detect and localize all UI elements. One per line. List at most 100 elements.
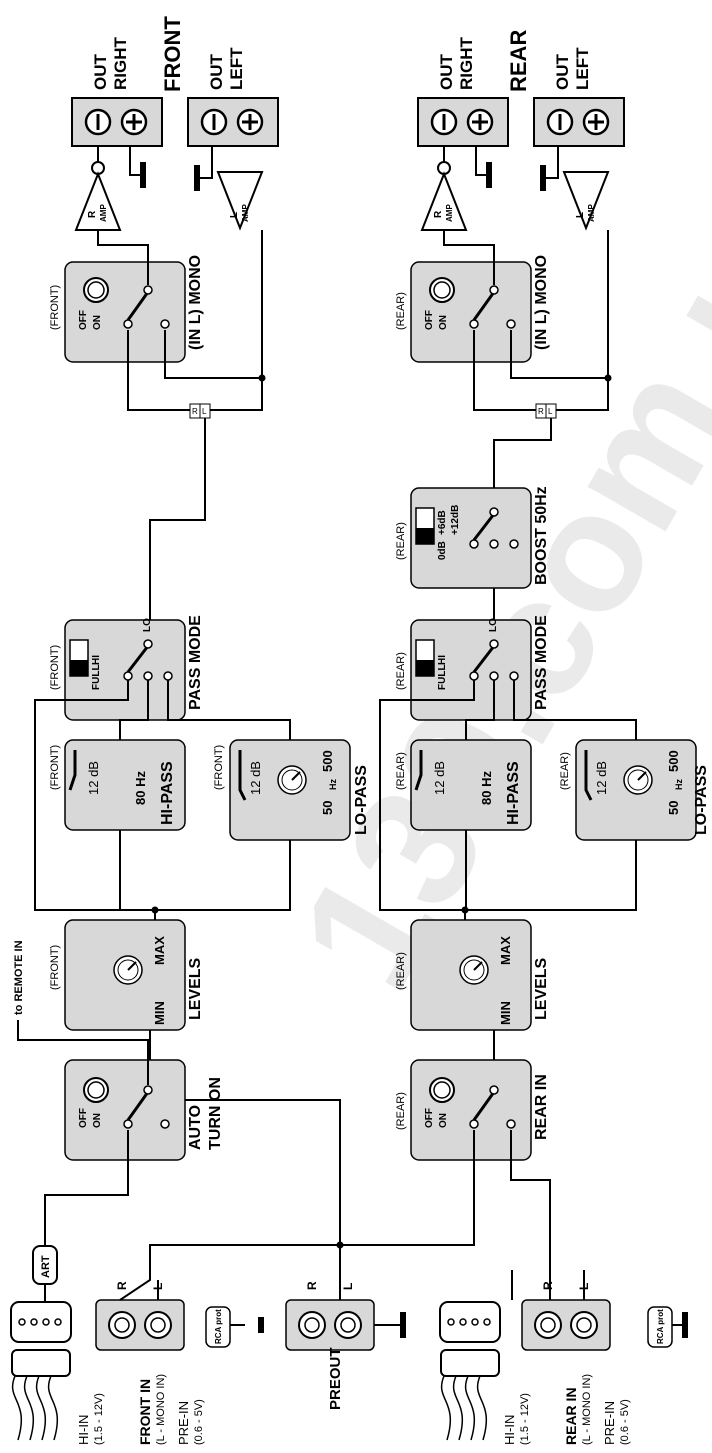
levels-title: LEVELS [187, 957, 204, 1020]
svg-text:AMP: AMP [241, 204, 250, 222]
svg-text:Hz: Hz [674, 779, 684, 790]
ground-icon [540, 165, 546, 191]
svg-text:(0.6 - 5V): (0.6 - 5V) [619, 1399, 631, 1445]
svg-text:ON: ON [92, 315, 103, 330]
svg-text:AMP: AMP [99, 204, 108, 222]
svg-text:R: R [115, 1281, 129, 1290]
svg-text:MIN: MIN [498, 1001, 513, 1025]
svg-text:L: L [202, 407, 207, 416]
rear-levels: MIN MAX (REAR) LEVELS [395, 919, 550, 1031]
front-in-rca: R L FRONT IN (L - MONO IN) PRE-IN (0.6 -… [95, 1281, 205, 1445]
svg-text:FULL: FULL [91, 664, 102, 690]
ground-icon [194, 165, 200, 191]
rear-in-title: REAR IN [533, 1074, 550, 1140]
ground-icon [140, 162, 146, 188]
svg-text:R: R [433, 210, 444, 218]
plus-icon [582, 108, 610, 136]
svg-text:OFF: OFF [424, 310, 435, 330]
front-mono-switch: OFF ON (FRONT) (IN L) MONO [49, 255, 204, 363]
rear-out-right: OUT RIGHT [417, 37, 509, 147]
svg-text:LO: LO [142, 618, 153, 632]
svg-text:(FRONT): (FRONT) [49, 645, 61, 690]
rear-channel: OUT RIGHT OUT LEFT REAR R AMP L AMP [340, 30, 710, 1445]
svg-text:(0.6 - 5V): (0.6 - 5V) [193, 1399, 205, 1445]
svg-text:OFF: OFF [78, 1108, 89, 1128]
hi-in-wires-icon [440, 1375, 488, 1441]
rear-hi-pass: 12 dB 80 Hz HI-PASS (REAR) [395, 739, 532, 831]
hi-pass-title: HI-PASS [159, 761, 176, 825]
svg-text:(REAR): (REAR) [395, 292, 407, 330]
out-left-label-2: LEFT [227, 47, 246, 90]
rear-left-amp: L AMP [562, 171, 610, 231]
svg-text:500: 500 [320, 750, 335, 772]
rear-in-label: REAR IN [563, 1387, 579, 1445]
svg-text:(IN L) MONO: (IN L) MONO [533, 255, 550, 350]
svg-text:PRE-IN: PRE-IN [176, 1401, 191, 1445]
ground-icon [486, 162, 492, 188]
minus-icon [84, 108, 112, 136]
out-left-label-1: OUT [207, 54, 226, 91]
rear-out-left: OUT LEFT [533, 47, 625, 147]
front-right-amp: R AMP [74, 146, 122, 231]
svg-text:RCA prot: RCA prot [656, 1309, 665, 1344]
svg-text:(REAR): (REAR) [395, 752, 407, 790]
svg-text:12 dB: 12 dB [248, 761, 263, 795]
svg-text:FULL: FULL [437, 664, 448, 690]
hi-in-connector-icon [439, 1301, 501, 1343]
svg-text:(1.5 - 12V): (1.5 - 12V) [93, 1393, 105, 1445]
plus-icon [236, 108, 264, 136]
pass-mode-title: PASS MODE [187, 615, 204, 710]
lo-pass-title: LO-PASS [353, 765, 370, 835]
rca-prot-badge [205, 1306, 231, 1348]
svg-text:(REAR): (REAR) [395, 1092, 407, 1130]
svg-text:L: L [341, 1283, 355, 1290]
rear-mono-switch: OFF ON (REAR) (IN L) MONO [395, 255, 550, 363]
rear-right-amp: R AMP [420, 146, 468, 231]
ground-icon [682, 1312, 688, 1338]
svg-text:12 dB: 12 dB [86, 761, 101, 795]
svg-text:ON: ON [438, 1113, 449, 1128]
rca-prot-badge [647, 1306, 673, 1348]
svg-text:(REAR): (REAR) [395, 952, 407, 990]
svg-text:MIN: MIN [152, 1001, 167, 1025]
ground-icon [258, 1317, 264, 1333]
svg-text:R: R [192, 407, 198, 416]
boost-title: BOOST 50Hz [533, 486, 550, 585]
front-out-right: OUT RIGHT [71, 37, 163, 147]
svg-text:MAX: MAX [152, 936, 167, 965]
svg-text:RCA prot: RCA prot [214, 1309, 223, 1344]
out-right-label-1: OUT [91, 54, 110, 91]
rear-in-switch: OFF ON (REAR) REAR IN [395, 1059, 550, 1161]
plus-icon [120, 108, 148, 136]
svg-text:HI-PASS: HI-PASS [505, 761, 522, 825]
svg-text:R: R [541, 1281, 555, 1290]
svg-text:ON: ON [438, 315, 449, 330]
svg-text:LO-PASS: LO-PASS [693, 765, 710, 835]
svg-text:80 Hz: 80 Hz [479, 771, 494, 805]
svg-text:ON: ON [92, 1113, 103, 1128]
svg-text:HI: HI [437, 655, 448, 665]
svg-text:0dB: 0dB [437, 541, 448, 560]
svg-text:OUT: OUT [437, 54, 456, 91]
svg-text:12 dB: 12 dB [594, 761, 609, 795]
front-section-title: FRONT [160, 16, 185, 92]
svg-text:OUT: OUT [553, 54, 572, 91]
svg-text:(L - MONO IN): (L - MONO IN) [581, 1374, 593, 1445]
svg-text:OFF: OFF [78, 310, 89, 330]
svg-text:HI-IN: HI-IN [502, 1415, 517, 1445]
front-in-label: FRONT IN [137, 1379, 153, 1445]
svg-text:50: 50 [320, 801, 335, 815]
svg-text:L: L [575, 212, 586, 218]
svg-text:MAX: MAX [498, 936, 513, 965]
svg-text:LEFT: LEFT [573, 47, 592, 90]
svg-text:HI-IN: HI-IN [76, 1415, 91, 1445]
svg-text:R: R [87, 210, 98, 218]
rear-section-title: REAR [506, 30, 531, 92]
minus-icon [546, 108, 574, 136]
auto-turn-on-title-2: TURN ON [207, 1077, 224, 1150]
svg-text:500: 500 [666, 750, 681, 772]
svg-text:(FRONT): (FRONT) [213, 745, 225, 790]
plus-icon [466, 108, 494, 136]
svg-text:50: 50 [666, 801, 681, 815]
